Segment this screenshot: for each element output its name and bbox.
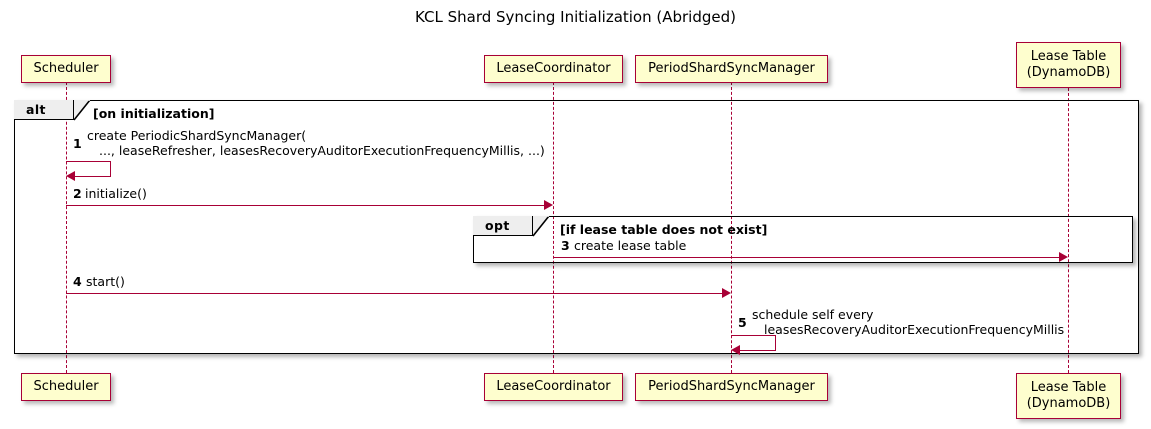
participant-scheduler-bottom[interactable]: Scheduler bbox=[21, 373, 111, 401]
message-2-number: 2 bbox=[73, 186, 82, 201]
participant-leasetable-bottom[interactable]: Lease Table (DynamoDB) bbox=[1016, 373, 1121, 419]
message-3-line bbox=[553, 257, 1059, 258]
participant-leasecoordinator-bottom-label: LeaseCoordinator bbox=[496, 379, 611, 394]
message-3-arrowhead bbox=[1059, 252, 1068, 262]
fragment-opt-guard: [if lease table does not exist] bbox=[560, 222, 768, 237]
message-1-self-loop-top bbox=[66, 161, 111, 162]
message-2-line bbox=[66, 205, 544, 206]
message-5-label-line1: schedule self every bbox=[752, 307, 874, 322]
message-5-self-loop-right bbox=[775, 335, 776, 350]
fragment-opt bbox=[473, 216, 1133, 263]
message-4-line bbox=[66, 293, 722, 294]
fragment-alt-operator-label: alt bbox=[26, 102, 46, 117]
participant-leasetable-top-label-line2: (DynamoDB) bbox=[1026, 65, 1111, 80]
message-5-self-loop-top bbox=[731, 335, 776, 336]
participant-periodshardsyncmanager-top-label: PeriodShardSyncManager bbox=[648, 61, 815, 76]
message-1-self-loop-bottom bbox=[75, 176, 111, 177]
participant-scheduler-top[interactable]: Scheduler bbox=[21, 55, 111, 83]
message-3-label-line1: create lease table bbox=[574, 238, 687, 253]
participant-scheduler-bottom-label: Scheduler bbox=[33, 379, 99, 394]
fragment-opt-tab-corner bbox=[533, 216, 549, 237]
participant-leasecoordinator-top[interactable]: LeaseCoordinator bbox=[484, 55, 623, 83]
message-2-arrowhead bbox=[544, 200, 553, 210]
fragment-alt-operator-tab: alt bbox=[14, 100, 74, 120]
message-5-label-line2: leasesRecoveryAuditorExecutionFrequencyM… bbox=[764, 322, 1065, 337]
message-5-number: 5 bbox=[738, 315, 747, 330]
fragment-opt-operator-tab: opt bbox=[473, 216, 533, 236]
participant-leasetable-top[interactable]: Lease Table (DynamoDB) bbox=[1016, 42, 1121, 88]
participant-leasetable-top-label-line1: Lease Table bbox=[1030, 49, 1107, 64]
fragment-alt bbox=[14, 100, 1139, 354]
message-4-number: 4 bbox=[73, 274, 82, 289]
lifeline-leasetable bbox=[1068, 88, 1069, 373]
message-1-number: 1 bbox=[73, 136, 82, 151]
participant-leasecoordinator-bottom[interactable]: LeaseCoordinator bbox=[484, 373, 623, 401]
lifeline-leasecoord bbox=[553, 82, 554, 373]
lifeline-psyncmanager bbox=[731, 82, 732, 373]
message-5-arrowhead bbox=[731, 345, 740, 355]
participant-leasetable-bottom-label-line1: Lease Table bbox=[1030, 380, 1107, 395]
fragment-opt-operator-label: opt bbox=[485, 218, 510, 233]
message-5-self-loop-bottom bbox=[740, 350, 776, 351]
lifeline-scheduler bbox=[66, 82, 67, 373]
message-3-number: 3 bbox=[561, 238, 570, 253]
message-4-arrowhead bbox=[722, 288, 731, 298]
participant-scheduler-top-label: Scheduler bbox=[33, 61, 99, 76]
message-1-arrowhead bbox=[66, 171, 75, 181]
message-1-self-loop-right bbox=[110, 161, 111, 176]
page-title: KCL Shard Syncing Initialization (Abridg… bbox=[415, 8, 736, 26]
participant-leasetable-bottom-label-line2: (DynamoDB) bbox=[1026, 396, 1111, 411]
message-1-label-line2: ..., leaseRefresher, leasesRecoveryAudit… bbox=[99, 143, 545, 158]
message-1-label-line1: create PeriodicShardSyncManager( bbox=[87, 128, 307, 143]
message-2-label-line1: initialize() bbox=[85, 186, 147, 201]
message-4-label-line1: start() bbox=[86, 274, 125, 289]
participant-periodshardsyncmanager-bottom[interactable]: PeriodShardSyncManager bbox=[635, 373, 828, 401]
participant-periodshardsyncmanager-bottom-label: PeriodShardSyncManager bbox=[648, 379, 815, 394]
participant-leasecoordinator-top-label: LeaseCoordinator bbox=[496, 61, 611, 76]
fragment-alt-guard: [on initialization] bbox=[93, 106, 215, 121]
participant-periodshardsyncmanager-top[interactable]: PeriodShardSyncManager bbox=[635, 55, 828, 83]
fragment-alt-tab-corner bbox=[74, 100, 90, 121]
